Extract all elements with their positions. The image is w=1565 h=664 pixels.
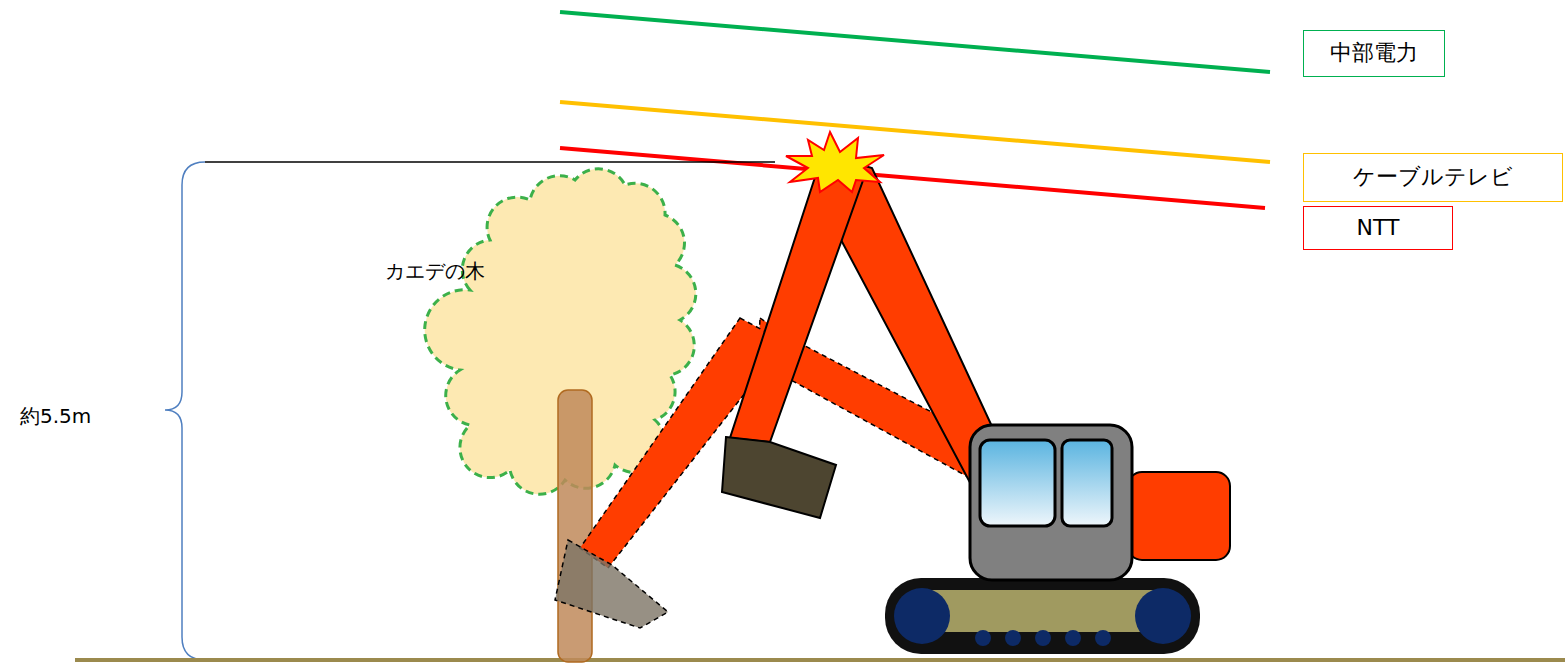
counterweight <box>1128 472 1230 560</box>
crawler-track <box>885 578 1200 654</box>
tree-label: カエデの木 <box>385 258 485 285</box>
owner-box: ケーブルテレビ <box>1303 153 1563 202</box>
idler <box>1135 588 1191 644</box>
track-frame <box>925 590 1160 632</box>
dimension-brace <box>165 162 205 660</box>
ghost-bucket <box>555 540 668 628</box>
owner-name: ケーブルテレビ <box>1353 164 1513 190</box>
arm <box>730 168 866 442</box>
cab <box>970 425 1132 580</box>
power-wire <box>560 12 1270 72</box>
roller <box>1065 630 1081 646</box>
bucket <box>722 437 836 518</box>
roller <box>1005 630 1021 646</box>
roller <box>1095 630 1111 646</box>
catv-wire <box>560 102 1270 162</box>
roller <box>975 630 991 646</box>
tree-trunk <box>558 390 592 662</box>
owner-name: 中部電力 <box>1330 40 1418 66</box>
ground-line <box>75 658 1565 662</box>
cab-window <box>980 440 1055 526</box>
telecom-wire <box>560 148 1265 208</box>
owner-box: NTT <box>1303 206 1453 250</box>
sprocket <box>894 588 950 644</box>
owner-name: NTT <box>1357 215 1400 241</box>
dimension-label: 約5.5m <box>20 403 91 430</box>
height-line <box>205 161 775 163</box>
owner-box: 中部電力 <box>1303 30 1445 77</box>
contact-spark <box>786 132 884 192</box>
cab-window <box>1062 440 1112 526</box>
roller <box>1035 630 1051 646</box>
